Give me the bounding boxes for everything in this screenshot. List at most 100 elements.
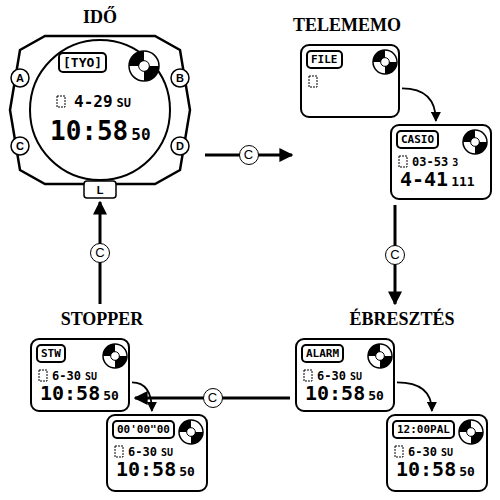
seconds-digits: 50 [103, 388, 119, 403]
weekday-text: SU [85, 371, 97, 382]
button-callout: C [239, 145, 259, 165]
date-digits: 6-30 [317, 369, 346, 383]
indicator-ring [463, 130, 487, 154]
date-row: 6-30 SU [52, 367, 97, 383]
date-digits: 6-30 [52, 369, 81, 383]
button-callout: C [385, 245, 405, 265]
icon-frame [39, 370, 47, 381]
button-a [11, 69, 29, 87]
watch-body [10, 36, 190, 184]
button-letter: B [176, 72, 184, 84]
time-digits: 10:58 [116, 457, 176, 481]
indicator-hub [187, 428, 196, 437]
button-callout: C [90, 243, 110, 263]
mode-indicator [178, 419, 204, 445]
sub-screen-arrow [132, 382, 152, 411]
mode-indicator [367, 343, 393, 369]
display-tab: FILE [306, 50, 343, 69]
date-row: 4-29 SU [74, 94, 131, 110]
indicator-hub [139, 61, 150, 72]
time-digits: 10:58 [396, 457, 456, 481]
indicator-hub [376, 352, 385, 361]
date-digits: 03-53 [412, 155, 448, 169]
time-row: 10:5850 [305, 383, 384, 403]
mode-indicator [128, 50, 160, 82]
status-icon [38, 369, 48, 382]
button-letter: L [97, 184, 104, 196]
weekday-text: SU [117, 96, 131, 110]
display-tab: CASIO [396, 130, 439, 149]
indicator-ring [373, 50, 397, 74]
time-row: 10:5850 [396, 459, 475, 479]
date-digits: 6-30 [408, 445, 437, 459]
date-row: 6-30 SU [317, 367, 362, 383]
weekday-text: SU [350, 371, 362, 382]
icon-frame [395, 446, 403, 457]
status-icon [394, 445, 404, 458]
seconds-digits: 50 [459, 464, 475, 479]
icon-frame [57, 96, 65, 107]
button-l [84, 181, 116, 198]
date-row: 6-30 SU [408, 443, 453, 459]
status-icon [308, 75, 318, 88]
time-row: 10:5850 [50, 118, 151, 144]
button-c [11, 137, 29, 155]
mode-title: ÉBRESZTÉS [349, 308, 454, 330]
seconds-digits: 50 [179, 464, 195, 479]
time-digits: 10:58 [50, 116, 128, 146]
display-tab: [TYO] [58, 52, 107, 73]
mode-indicator [462, 129, 488, 155]
indicator-ring [129, 51, 159, 81]
seconds-digits: 50 [131, 125, 150, 144]
status-icon [398, 155, 408, 168]
lcd-display: 6-30SU10:585012:00PAL [386, 414, 488, 492]
mode-title: TELEMEMO [293, 14, 401, 36]
time-digits: 10:58 [305, 381, 365, 405]
lcd-display: TELEMEMOFILE [300, 44, 400, 118]
icon-frame [115, 446, 123, 457]
indicator-hub [111, 352, 120, 361]
button-letter: A [16, 72, 24, 84]
mode-title: IDŐ [83, 6, 117, 28]
icon-frame [304, 370, 312, 381]
mode-indicator [102, 343, 128, 369]
date-digits: 6-30 [128, 445, 157, 459]
watch-face: 4-29SU10:5850IDŐ[TYO] [12, 38, 198, 198]
indicator-hub [381, 58, 390, 67]
sub-screen-arrow [397, 382, 432, 411]
time-row: 10:5850 [116, 459, 195, 479]
date-digits: 4-29 [74, 92, 113, 111]
button-callout: C [203, 388, 223, 408]
lcd-display: 03-5334-41111CASIO [390, 124, 492, 200]
status-icon [114, 445, 124, 458]
status-icon [56, 95, 66, 108]
mode-title: STOPPER [61, 308, 144, 330]
time-digits: 10:58 [40, 381, 100, 405]
time-row: 4-41111 [400, 169, 475, 189]
button-d [171, 137, 189, 155]
button-b [171, 69, 189, 87]
lcd-display: 6-30SU10:5850STOPPERSTW [30, 338, 130, 412]
seconds-digits: 111 [451, 174, 474, 189]
status-icon [303, 369, 313, 382]
weekday-text: 3 [452, 157, 458, 168]
indicator-ring [368, 344, 392, 368]
lcd-display: 6-30SU10:5850ÉBRESZTÉSALARM [295, 338, 395, 412]
lcd-display: 6-30SU10:585000'00"00 [106, 414, 208, 492]
indicator-ring [103, 344, 127, 368]
mode-indicator [458, 419, 484, 445]
weekday-text: SU [441, 447, 453, 458]
date-row: 03-53 3 [412, 153, 458, 169]
button-letter: C [16, 140, 24, 152]
time-digits: 4-41 [400, 167, 448, 191]
time-row: 10:5850 [40, 383, 119, 403]
indicator-ring [179, 420, 203, 444]
seconds-digits: 50 [368, 388, 384, 403]
date-row: 6-30SU [128, 443, 173, 459]
watch-bezel [30, 40, 170, 180]
icon-frame [399, 156, 407, 167]
button-letter: D [176, 140, 184, 152]
indicator-hub [467, 428, 476, 437]
sub-screen-arrow [402, 88, 436, 121]
